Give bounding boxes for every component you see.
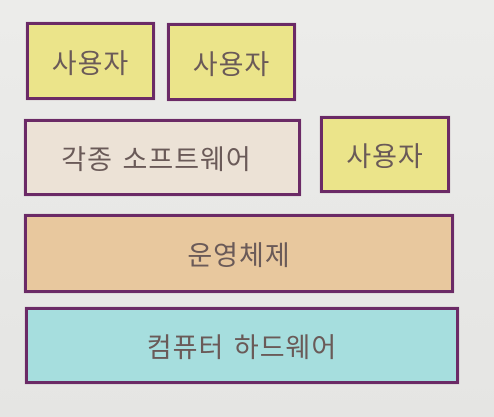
software-label: 각종 소프트웨어 xyxy=(61,145,252,176)
user-label: 사용자 xyxy=(346,142,424,173)
hardware-label: 컴퓨터 하드웨어 xyxy=(146,333,338,364)
user-label: 사용자 xyxy=(192,49,271,81)
user-label: 사용자 xyxy=(51,48,130,80)
hardware-layer-box: 컴퓨터 하드웨어 xyxy=(25,307,459,384)
user-box-2: 사용자 xyxy=(167,23,296,101)
user-box-1: 사용자 xyxy=(26,22,155,100)
os-label: 운영체제 xyxy=(187,241,291,272)
operating-system-layer-box: 운영체제 xyxy=(24,214,454,293)
software-layer-box: 각종 소프트웨어 xyxy=(24,119,301,196)
user-box-3: 사용자 xyxy=(320,116,450,193)
